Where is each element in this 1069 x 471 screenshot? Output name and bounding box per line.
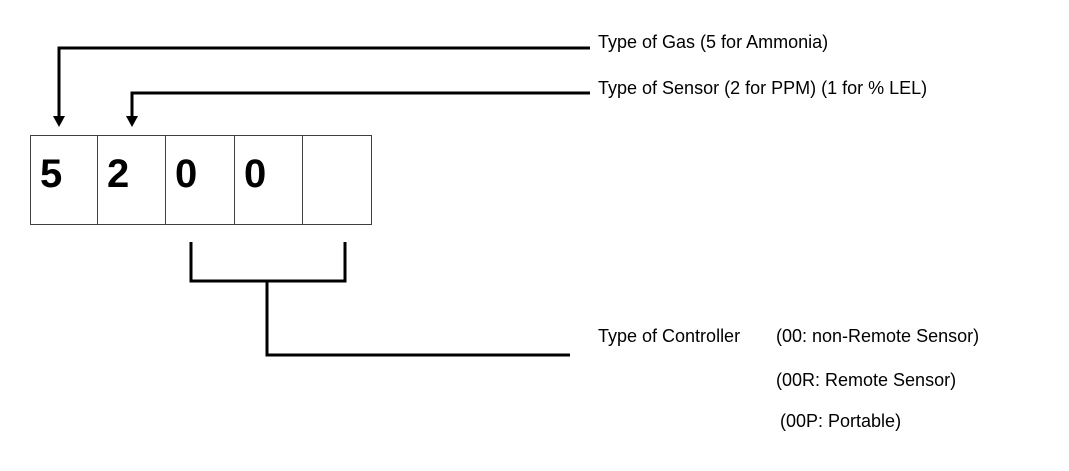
- sensor-arrow-head: [126, 116, 138, 127]
- digit-box-2: 2: [97, 135, 166, 225]
- controller-bracket: [189, 242, 347, 283]
- gas-arrow-head: [53, 116, 65, 127]
- digit-1: 5: [40, 152, 63, 196]
- sensor-connector-line: [130, 91, 590, 116]
- gas-type-label: Type of Gas (5 for Ammonia): [598, 32, 829, 52]
- digit-box-1: 5: [30, 135, 98, 225]
- controller-option-remote: (00R: Remote Sensor): [776, 370, 957, 390]
- digit-box-3: 0: [165, 135, 235, 225]
- controller-connector-line: [265, 281, 570, 357]
- controller-option-portable: (00P: Portable): [780, 411, 902, 431]
- digit-4: 0: [244, 152, 267, 196]
- digit-2: 2: [107, 152, 130, 196]
- digit-box-5: [302, 135, 372, 225]
- sensor-type-label: Type of Sensor (2 for PPM) (1 for % LEL): [598, 78, 928, 98]
- digit-3: 0: [175, 152, 198, 196]
- gas-connector-line: [57, 46, 590, 116]
- controller-type-label: Type of Controller: [598, 326, 741, 346]
- controller-option-non-remote: (00: non-Remote Sensor): [776, 326, 980, 346]
